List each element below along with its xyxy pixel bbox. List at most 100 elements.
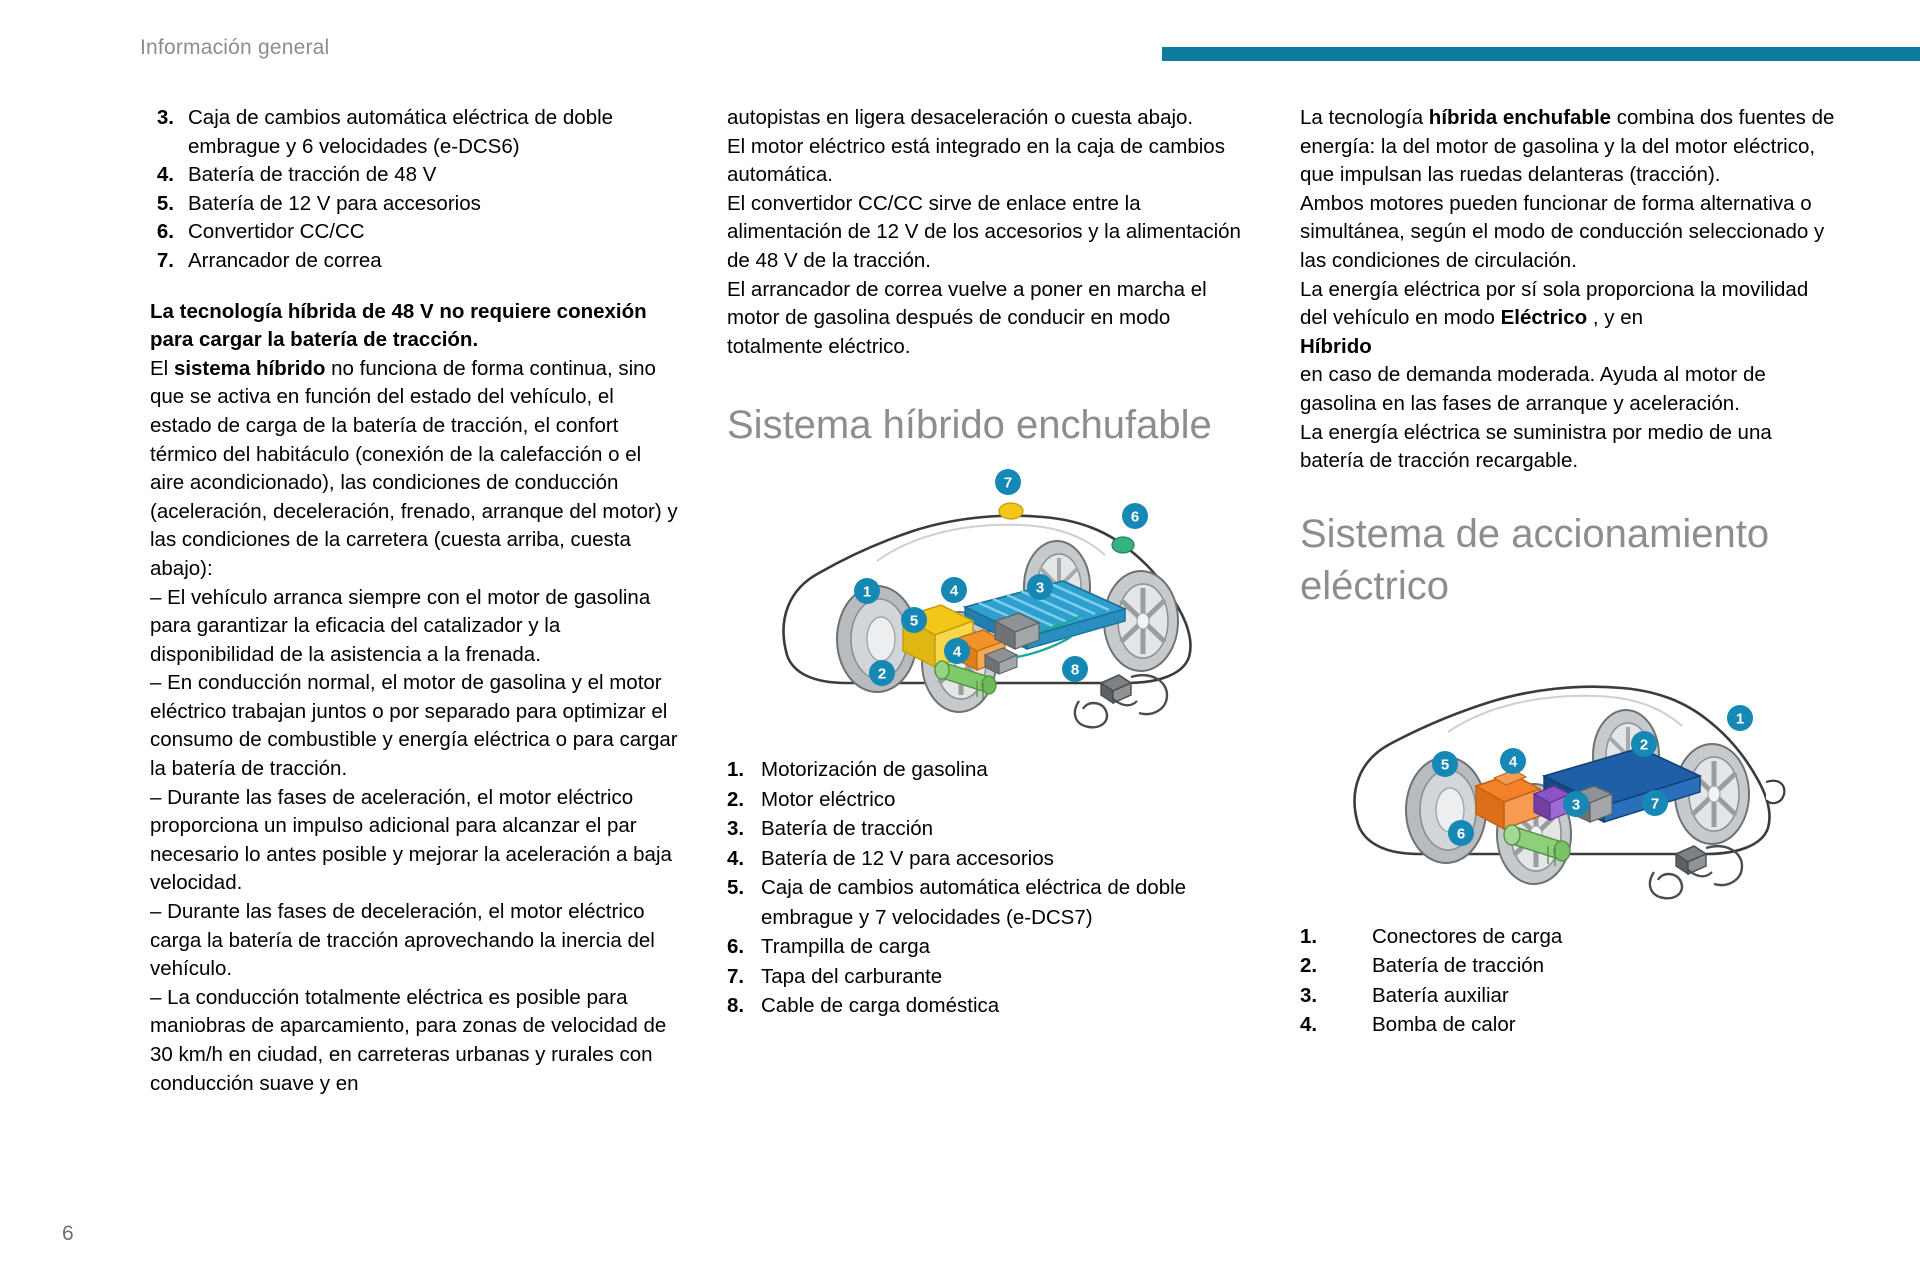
callout-5: 5	[1432, 750, 1458, 777]
callout-2: 2	[869, 660, 895, 687]
list-item: 5. Batería de 12 V para accesorios	[150, 190, 680, 219]
bullet-paragraph: – Durante las fases de deceleración, el …	[150, 900, 655, 981]
plug-in-hybrid-legend: 1. Motorización de gasolina 2. Motor elé…	[727, 755, 1247, 1021]
legend-item: 6. Trampilla de carga	[727, 932, 1247, 962]
svg-text:2: 2	[878, 666, 886, 683]
svg-text:7: 7	[1651, 795, 1659, 812]
wheel-rear-right	[1103, 570, 1179, 673]
paragraph-body: no funciona de forma continua, sino que …	[150, 356, 678, 580]
legend-number: 6.	[727, 935, 745, 959]
body-paragraph: El arrancador de correa vuelve a poner e…	[727, 277, 1207, 358]
svg-text:4: 4	[1509, 753, 1518, 770]
body-paragraph: El convertidor CC/CC sirve de enlace ent…	[727, 191, 1241, 272]
paragraph-bold: sistema híbrido	[173, 356, 326, 380]
list-item: 7. Arrancador de correa	[150, 247, 680, 276]
list-item-number: 3.	[156, 106, 174, 129]
legend-label: Batería de 12 V para accesorios	[761, 846, 1054, 870]
page-header-title: Información general	[140, 36, 330, 59]
legend-item: 2. Batería de tracción	[1300, 951, 1840, 981]
continuation-paragraph: autopistas en ligera desaceleración o cu…	[727, 106, 1194, 129]
body-paragraph: Ambos motores pueden funcionar de forma …	[1300, 191, 1825, 272]
paragraph-body: combina dos fuentes de energía: la del m…	[1300, 106, 1835, 187]
svg-text:6: 6	[1457, 825, 1465, 842]
callout-3: 3	[1563, 790, 1589, 817]
charging-cable-part	[1073, 674, 1169, 729]
legend-label: Motorización de gasolina	[761, 758, 988, 782]
list-item-label: Batería de 12 V para accesorios	[188, 191, 481, 215]
hybrid-system-paragraph: El sistema híbrido no funciona de forma …	[150, 355, 680, 584]
callout-2: 2	[1631, 730, 1657, 757]
mode-hybrid-bold: Híbrido	[1300, 334, 1372, 358]
callout-4-lower: 4	[944, 638, 970, 665]
callout-1: 1	[854, 578, 880, 605]
accessory-battery-part	[993, 612, 1041, 651]
legend-number: 5.	[727, 876, 745, 900]
heat-pump-part	[1474, 769, 1542, 830]
list-item-label: Convertidor CC/CC	[188, 220, 365, 244]
body-paragraph: El motor eléctrico está integrado en la …	[727, 134, 1225, 187]
legend-number: 3.	[1300, 983, 1318, 1007]
legend-number: 1.	[727, 758, 745, 782]
gearbox-part	[934, 660, 997, 700]
legend-label: Tapa del carburante	[761, 964, 943, 988]
callout-4-upper: 4	[941, 577, 967, 604]
list-item-label: Caja de cambios automática eléctrica de …	[188, 106, 614, 158]
callout-5: 5	[901, 607, 927, 634]
paragraph-prefix: La energía eléctrica por sí sola proporc…	[1300, 277, 1809, 330]
svg-text:4: 4	[953, 644, 962, 661]
legend-number: 8.	[727, 994, 745, 1018]
header-accent-bar	[1162, 47, 1920, 61]
legend-number: 4.	[1300, 1013, 1318, 1037]
legend-number: 7.	[727, 964, 745, 988]
legend-item: 8. Cable de carga doméstica	[727, 991, 1247, 1021]
electric-motor-part	[1503, 824, 1571, 866]
lead-bold-text: La tecnología híbrida de 48 V no requier…	[150, 299, 647, 352]
wheel-rear-right	[1674, 742, 1750, 845]
column-left: 3. Caja de cambios automática eléctrica …	[150, 104, 680, 1098]
svg-text:3: 3	[1036, 580, 1044, 597]
legend-number: 2.	[727, 787, 745, 811]
column-middle: autopistas en ligera desaceleración o cu…	[727, 104, 1247, 1021]
legend-label: Motor eléctrico	[761, 787, 896, 811]
list-item: 3. Caja de cambios automática eléctrica …	[150, 104, 680, 161]
callout-8: 8	[1062, 656, 1088, 683]
legend-item: 3. Batería auxiliar	[1300, 981, 1840, 1011]
callout-7: 7	[1642, 789, 1668, 816]
legend-label: Batería de tracción	[761, 817, 934, 841]
svg-text:6: 6	[1131, 509, 1139, 526]
section-heading-plug-in-hybrid: Sistema híbrido enchufable	[727, 403, 1212, 448]
svg-text:1: 1	[1736, 710, 1744, 727]
legend-item: 4. Batería de 12 V para accesorios	[727, 844, 1247, 874]
callout-6: 6	[1448, 819, 1474, 846]
body-paragraph: La energía eléctrica se suministra por m…	[1300, 420, 1772, 473]
svg-text:8: 8	[1071, 662, 1079, 679]
paragraph-mid: , y en	[1587, 306, 1644, 330]
electric-drive-figure: 1 2 5 4 3	[1300, 628, 1820, 908]
callout-1: 1	[1727, 704, 1753, 731]
callout-6: 6	[1122, 503, 1148, 530]
charging-cable-part	[1648, 844, 1744, 900]
column-right: La tecnología híbrida enchufable combina…	[1300, 104, 1840, 1040]
legend-number: 3.	[727, 817, 745, 841]
legend-item: 2. Motor eléctrico	[727, 785, 1247, 815]
legend-label: Caja de cambios automática eléctrica de …	[761, 876, 1187, 929]
svg-text:1: 1	[863, 584, 871, 601]
legend-number: 1.	[1300, 924, 1318, 948]
legend-label: Cable de carga doméstica	[761, 994, 1000, 1018]
bullet-paragraph: – Durante las fases de aceleración, el m…	[150, 785, 672, 895]
paragraph-bold: híbrida enchufable	[1428, 106, 1612, 129]
legend-item: 7. Tapa del carburante	[727, 962, 1247, 992]
list-item: 6. Convertidor CC/CC	[150, 218, 680, 247]
electric-mode-paragraph: La energía eléctrica por sí sola proporc…	[1300, 276, 1840, 419]
bullet-paragraph: – En conducción normal, el motor de gaso…	[150, 671, 678, 781]
legend-label: Trampilla de carga	[761, 935, 931, 959]
paragraph-prefix: La tecnología	[1300, 106, 1429, 129]
list-item-number: 4.	[156, 163, 174, 187]
list-item: 4. Batería de tracción de 48 V	[150, 161, 680, 190]
plug-in-hybrid-car-diagram: 7 6 1 4 3	[782, 469, 1192, 729]
legend-item: 3. Batería de tracción	[727, 814, 1247, 844]
list-item-number: 6.	[156, 220, 174, 244]
legend-item: 1. Motorización de gasolina	[727, 755, 1247, 785]
connector-part	[983, 647, 1019, 676]
